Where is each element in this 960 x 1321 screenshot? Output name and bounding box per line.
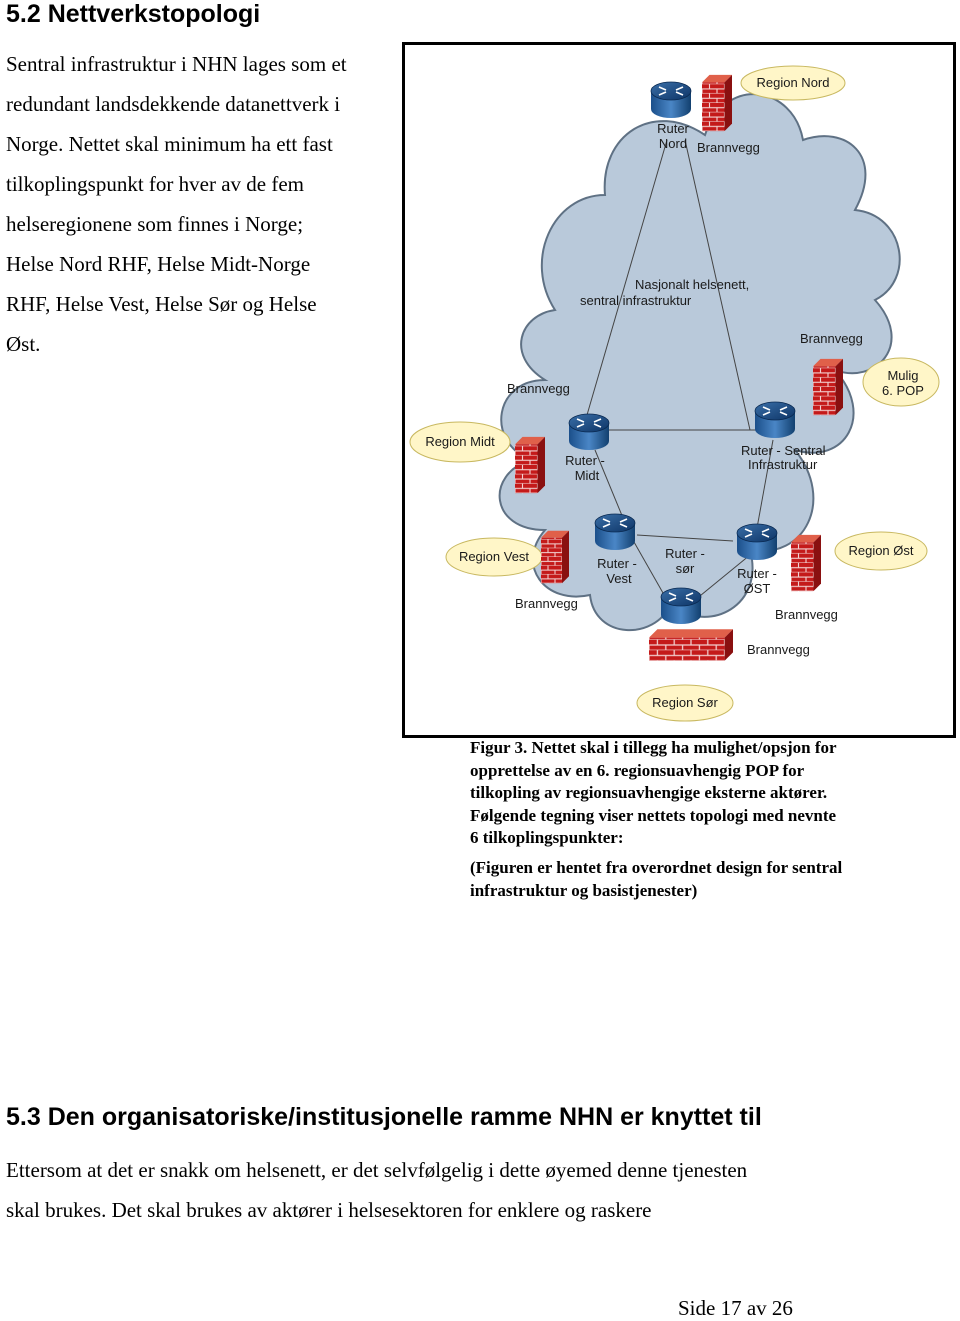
intro-line: Sentral infrastruktur i NHN lages som et bbox=[6, 52, 347, 76]
source-line: infrastruktur og basistjenester) bbox=[470, 880, 698, 900]
caption-line: Følgende tegning viser nettets topologi … bbox=[470, 805, 837, 825]
firewall-vest-label: Brannvegg bbox=[515, 596, 578, 611]
region-nord-label: Region Nord bbox=[757, 75, 830, 90]
region-sor-label: Region Sør bbox=[652, 695, 718, 710]
firewall-sentral-icon bbox=[813, 358, 843, 416]
region-midt-cloud bbox=[409, 421, 511, 463]
region-vest-label: Region Vest bbox=[459, 549, 529, 564]
intro-line: helseregionene som finnes i Norge; bbox=[6, 212, 304, 236]
region-pop-label: Mulig bbox=[887, 368, 918, 383]
caption-line: tilkopling av regionsuavhengige eksterne… bbox=[470, 783, 828, 802]
firewall-midt-icon bbox=[515, 436, 545, 494]
region-nord-cloud bbox=[740, 65, 846, 101]
firewall-nord-icon bbox=[702, 74, 732, 132]
router-ost-label: Ruter - bbox=[737, 566, 777, 581]
router-vest-icon bbox=[594, 513, 636, 551]
firewall-sor-icon bbox=[649, 629, 733, 661]
firewall-ost-label: Brannvegg bbox=[775, 607, 838, 622]
region-ost-label: Region Øst bbox=[848, 543, 913, 558]
router-sor-label: Ruter - bbox=[665, 546, 705, 561]
router-midt-label: Midt bbox=[575, 468, 600, 483]
page-number: Side 17 av 26 bbox=[678, 1296, 793, 1320]
firewall-nord-label: Brannvegg bbox=[697, 140, 760, 155]
router-vest-label: Vest bbox=[606, 571, 632, 586]
router-ost-label: ØST bbox=[744, 581, 771, 596]
center-label-line1: Nasjonalt helsenett, bbox=[635, 277, 749, 292]
region-sor-cloud bbox=[636, 684, 734, 722]
router-midt-label: Ruter - bbox=[565, 453, 605, 468]
firewall-vest-icon bbox=[541, 530, 569, 584]
intro-line: redundant landsdekkende datanettverk i bbox=[6, 92, 341, 116]
center-label-line2: sentral infrastruktur bbox=[580, 293, 692, 308]
router-ost-icon bbox=[736, 523, 778, 561]
firewall-ost-icon bbox=[791, 534, 821, 592]
section-heading-nettverkstopologi: 5.2 Nettverkstopologi bbox=[6, 0, 261, 28]
intro-line: Helse Nord RHF, Helse Midt-Norge bbox=[6, 252, 311, 276]
router-nord-label: Nord bbox=[659, 136, 687, 151]
section2-paragraph: Ettersom at det er snakk om helsenett, e… bbox=[6, 1150, 946, 1230]
region-ost-cloud bbox=[834, 531, 928, 571]
intro-line: Norge. Nettet skal minimum ha ett fast bbox=[6, 132, 333, 156]
router-sentral-label: Ruter - Sentral bbox=[741, 443, 826, 458]
source-line: (Figuren er hentet fra overordnet design… bbox=[470, 858, 843, 877]
caption-line: 6 tilkoplingspunkter: bbox=[470, 828, 624, 847]
figure-caption: Figur 3. Nettet skal i tillegg ha muligh… bbox=[470, 737, 930, 850]
router-nord-label: Ruter bbox=[657, 121, 689, 136]
router-sentral-icon bbox=[754, 401, 796, 439]
region-pop-cloud bbox=[862, 357, 940, 407]
router-vest-label: Ruter - bbox=[597, 556, 637, 571]
intro-line: RHF, Helse Vest, Helse Sør og Helse bbox=[6, 292, 317, 316]
region-pop-label: 6. POP bbox=[882, 383, 924, 398]
intro-line: tilkoplingspunkt for hver av de fem bbox=[6, 172, 305, 196]
router-nord-icon bbox=[650, 81, 692, 119]
section2-line: skal brukes. Det skal brukes av aktører … bbox=[6, 1198, 652, 1222]
region-midt-label: Region Midt bbox=[425, 434, 495, 449]
firewall-sentral-label: Brannvegg bbox=[800, 331, 863, 346]
section-heading-organisatoriske-ramme: 5.3 Den organisatoriske/institusjonelle … bbox=[6, 1103, 762, 1131]
network-topology-figure: Nasjonalt helsenett, sentral infrastrukt… bbox=[402, 42, 956, 738]
topology-links bbox=[586, 139, 774, 601]
figure-source-note: (Figuren er hentet fra overordnet design… bbox=[470, 857, 930, 902]
intro-line: Øst. bbox=[6, 332, 41, 356]
intro-paragraph: Sentral infrastruktur i NHN lages som et… bbox=[6, 44, 396, 364]
section2-line: Ettersom at det er snakk om helsenett, e… bbox=[6, 1158, 748, 1182]
router-sentral-label: Infrastruktur bbox=[748, 457, 818, 472]
router-midt-icon bbox=[568, 413, 610, 451]
firewall-midt-label: Brannvegg bbox=[507, 381, 570, 396]
router-sor-icon bbox=[660, 587, 702, 625]
caption-line: opprettelse av en 6. regionsuavhengig PO… bbox=[470, 760, 805, 780]
firewall-sor-label: Brannvegg bbox=[747, 642, 810, 657]
caption-line: Figur 3. Nettet skal i tillegg ha muligh… bbox=[470, 738, 837, 757]
router-sor-label: sør bbox=[676, 561, 695, 576]
